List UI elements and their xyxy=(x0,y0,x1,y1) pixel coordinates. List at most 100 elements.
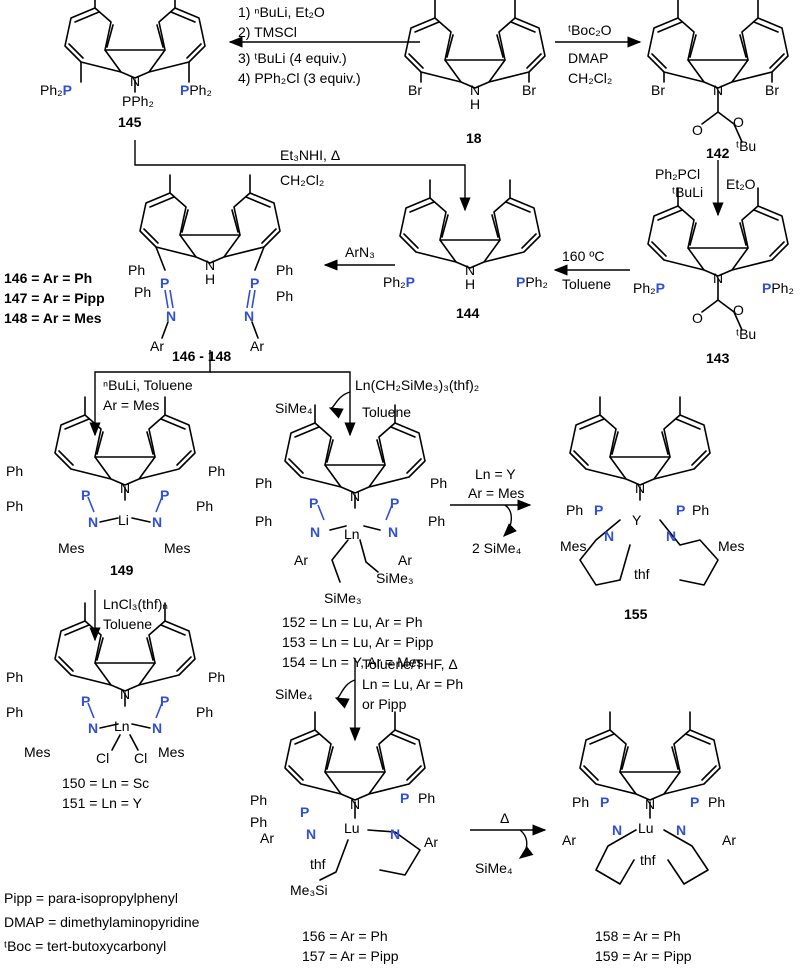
condition-to149-2: Ar = Mes xyxy=(103,397,160,413)
series-158: 158 = Ar = Ph xyxy=(595,928,681,944)
compound-label-144: 144 xyxy=(456,305,480,321)
series-159: 159 = Ar = Pipp xyxy=(595,948,692,964)
atom-Ph-149-d: Ph xyxy=(196,498,214,514)
atom-Ar-158-left: Ar xyxy=(562,832,576,848)
series-147: 147 = Ar = Pipp xyxy=(4,290,105,306)
atom-Ph-149-a: Ph xyxy=(6,463,24,479)
compound-label-145: 145 xyxy=(118,114,142,130)
carbazole-155 xyxy=(569,396,711,486)
atom-N-146-right: N xyxy=(244,308,255,324)
series-152: 152 = Ln = Lu, Ar = Ph xyxy=(282,614,423,630)
atom-Ph-146-a: Ph xyxy=(128,262,146,278)
legend-dmap: DMAP = dimethylaminopyridine xyxy=(4,914,200,930)
atom-thf-155: thf xyxy=(634,566,650,582)
legend-tboc: ᵗBoc = tert-butoxycarbonyl xyxy=(4,938,167,954)
atom-Ar-156-left: Ar xyxy=(260,830,274,846)
condition-18-145-4: 4) PPh₂Cl (3 equiv.) xyxy=(238,70,361,86)
atom-thf-158: thf xyxy=(640,852,656,868)
atom-P-155-left: P xyxy=(594,502,604,518)
condition-143-144-2: Toluene xyxy=(562,276,612,292)
atom-N-149: N xyxy=(120,480,131,496)
atom-tBu-143: ᵗBu xyxy=(736,326,757,342)
atom-Mes-155-left: Mes xyxy=(560,538,587,554)
atom-H-146: H xyxy=(205,271,216,287)
series-154: 154 = Ln = Y, Ar = Mes xyxy=(282,654,424,670)
atom-N-152-left: N xyxy=(310,524,321,540)
atom-Cl-150-b: Cl xyxy=(134,750,148,766)
condition-142-143-2: ᵗBuLi xyxy=(672,184,704,200)
series-153: 153 = Ln = Lu, Ar = Pipp xyxy=(282,634,434,650)
atom-PPh2-144: PPh₂ xyxy=(516,274,548,290)
atom-N-152-right: N xyxy=(388,524,399,540)
atom-Mes-150-left: Mes xyxy=(24,744,51,760)
atom-Br-142-left: Br xyxy=(651,82,665,98)
atom-Ph-150-c: Ph xyxy=(208,669,226,685)
condition-to150-2: Toluene xyxy=(103,616,153,632)
compound-label-18: 18 xyxy=(466,130,482,146)
series-156: 156 = Ar = Ph xyxy=(302,928,388,944)
atom-PPh2-143: PPh₂ xyxy=(762,280,794,296)
atom-Ph-158-right: Ph xyxy=(708,794,726,810)
condition-18-145-3: 3) ᵗBuLi (4 equiv.) xyxy=(238,50,347,66)
atom-PPh2-145-right: PPh₂ xyxy=(180,82,212,98)
atom-Ph-158-left: Ph xyxy=(572,794,590,810)
condition-to152-1: Ln(CH₂SiMe₃)₃(thf)₂ xyxy=(355,377,480,393)
condition-145-144-2: CH₂Cl₂ xyxy=(280,172,325,188)
atom-SiMe3-152-a: SiMe₃ xyxy=(376,570,414,586)
atom-N-142: N xyxy=(713,82,724,98)
series-148: 148 = Ar = Mes xyxy=(4,310,102,326)
atom-thf-156: thf xyxy=(310,856,326,872)
arrow-145-to-144 xyxy=(134,140,471,212)
atom-H-18: H xyxy=(470,96,481,112)
atom-Ar-146-left: Ar xyxy=(150,338,164,354)
atom-N-144: N xyxy=(465,262,476,278)
condition-to156-2: Ln = Lu, Ar = Ph xyxy=(362,676,464,692)
atom-P-150-left: P xyxy=(81,693,91,709)
carbazole-158 xyxy=(579,711,721,801)
condition-18-142-1: ᵗBoc₂O xyxy=(568,22,612,38)
atom-Lu-158: Lu xyxy=(638,820,654,836)
condition-to156-3: or Pipp xyxy=(362,696,407,712)
atom-P-158-right: P xyxy=(690,794,700,810)
atom-Mes-149-right: Mes xyxy=(164,540,191,556)
compound-label-149: 149 xyxy=(110,562,134,578)
atom-N-156-left: N xyxy=(306,826,317,842)
atom-N-158-left: N xyxy=(612,822,623,838)
arrow-146-to-152 xyxy=(210,371,356,437)
atom-O-143-b: O xyxy=(733,302,744,318)
carbazole-142 xyxy=(647,0,789,89)
atom-Br-142-right: Br xyxy=(765,82,779,98)
atom-N-146: N xyxy=(205,257,216,273)
atom-Ar-146-right: Ar xyxy=(250,338,264,354)
condition-to156-1: Toluene/THF, Δ xyxy=(362,656,458,672)
arrow-sime4-158 xyxy=(518,829,534,859)
atom-P-146-right: P xyxy=(250,275,260,291)
compound-label-146-148: 146 - 148 xyxy=(172,348,232,364)
carbazole-146 xyxy=(139,174,281,264)
condition-18-145-1: 1) ⁿBuLi, Et₂O xyxy=(238,4,325,20)
atom-N-155-right: N xyxy=(666,528,677,544)
atom-Br-18-right: Br xyxy=(522,82,536,98)
condition-142-143-1: Ph₂PCl xyxy=(655,166,701,182)
byproduct-to152: SiMe₄ xyxy=(275,400,313,416)
atom-P-155-right: P xyxy=(676,502,686,518)
atom-Ph-146-d: Ph xyxy=(276,288,294,304)
condition-145-144-1: Et₃NHI, Δ xyxy=(280,147,341,163)
atom-Ph-156-a: Ph xyxy=(250,792,268,808)
series-146: 146 = Ar = Ph xyxy=(4,270,93,286)
atom-O-142-b: O xyxy=(733,114,744,130)
series-157: 157 = Ar = Pipp xyxy=(302,948,399,964)
arrow-sime4-156 xyxy=(334,679,356,709)
atom-Ln-150: Ln xyxy=(114,718,130,734)
atom-Me3Si-156: Me₃Si xyxy=(290,882,328,898)
condition-143-144-1: 160 ºC xyxy=(562,248,605,264)
carbazole-145 xyxy=(64,0,206,79)
atom-Y-155: Y xyxy=(632,512,642,528)
atom-P-158-left: P xyxy=(600,794,610,810)
condition-18-142-2: DMAP xyxy=(568,50,609,66)
atom-Ph2-145-left: Ph₂P xyxy=(40,82,72,98)
series-150: 150 = Ln = Sc xyxy=(62,775,150,791)
condition-to158: Δ xyxy=(500,810,510,826)
